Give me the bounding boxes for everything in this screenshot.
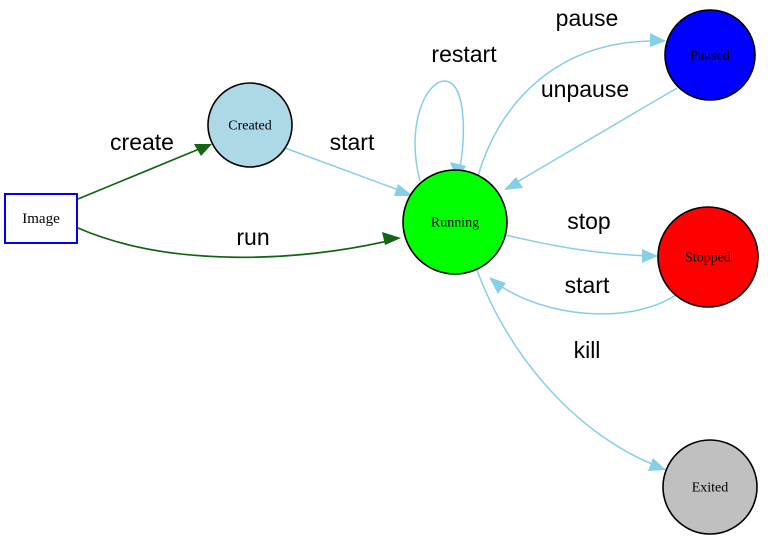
edge-label-create: create — [110, 129, 174, 155]
edge-start-stopped-path — [495, 282, 677, 315]
edge-label-start-stopped: start — [565, 272, 610, 298]
edge-kill-path — [476, 269, 658, 467]
node-exited-label: Exited — [692, 481, 729, 496]
edge-start-created[interactable] — [284, 147, 413, 196]
edge-kill-arrowhead — [648, 458, 666, 471]
edge-label-run: run — [236, 224, 269, 250]
edge-pause[interactable] — [477, 33, 666, 177]
edge-label-restart: restart — [431, 41, 497, 67]
node-image-shape — [4, 193, 78, 244]
edge-stop-arrowhead — [642, 249, 658, 263]
node-stopped-shape — [657, 206, 759, 308]
node-created-label: Created — [228, 119, 272, 134]
node-running[interactable]: Running — [402, 169, 508, 275]
edge-kill[interactable] — [476, 269, 666, 471]
edge-create[interactable] — [77, 144, 212, 200]
edge-stop-path — [505, 234, 650, 257]
node-created-shape — [207, 82, 293, 168]
node-layer: Image Created Running Paused Stopped — [4, 9, 759, 535]
edge-start-created-path — [284, 147, 405, 193]
node-created[interactable]: Created — [207, 82, 293, 168]
node-image-label: Image — [22, 211, 60, 227]
node-paused-shape — [664, 9, 756, 101]
edge-label-stop: stop — [567, 208, 610, 234]
edge-label-layer: create run start restart pause unpause s… — [110, 5, 629, 363]
edge-create-path — [77, 146, 205, 200]
node-exited-shape — [662, 439, 758, 535]
edge-start-stopped-arrowhead — [489, 277, 506, 294]
edge-start-stopped[interactable] — [489, 277, 677, 315]
edge-run[interactable] — [77, 227, 401, 259]
edge-run-arrowhead — [382, 232, 401, 245]
edge-unpause-arrowhead — [504, 177, 523, 190]
edge-stop[interactable] — [505, 234, 658, 263]
node-running-label: Running — [431, 216, 479, 231]
edge-label-pause: pause — [556, 5, 619, 31]
edge-create-arrowhead — [194, 144, 212, 156]
node-running-shape — [402, 169, 508, 275]
node-stopped[interactable]: Stopped — [657, 206, 759, 308]
edge-unpause[interactable] — [504, 87, 678, 190]
edge-label-kill: kill — [574, 337, 601, 363]
edge-unpause-path — [511, 87, 678, 186]
edge-start-created-arrowhead — [394, 184, 413, 196]
node-paused[interactable]: Paused — [664, 9, 756, 101]
edge-restart[interactable] — [414, 80, 466, 182]
edge-pause-path — [477, 40, 658, 177]
node-paused-label: Paused — [690, 49, 730, 64]
node-stopped-label: Stopped — [685, 251, 731, 266]
edge-restart-path — [414, 80, 465, 182]
edge-label-start-created: start — [330, 129, 375, 155]
edge-pause-arrowhead — [650, 33, 666, 47]
edge-label-unpause: unpause — [541, 76, 629, 102]
node-exited[interactable]: Exited — [662, 439, 758, 535]
node-image[interactable]: Image — [4, 193, 78, 244]
edge-run-path — [77, 227, 393, 259]
edge-layer — [77, 33, 678, 471]
